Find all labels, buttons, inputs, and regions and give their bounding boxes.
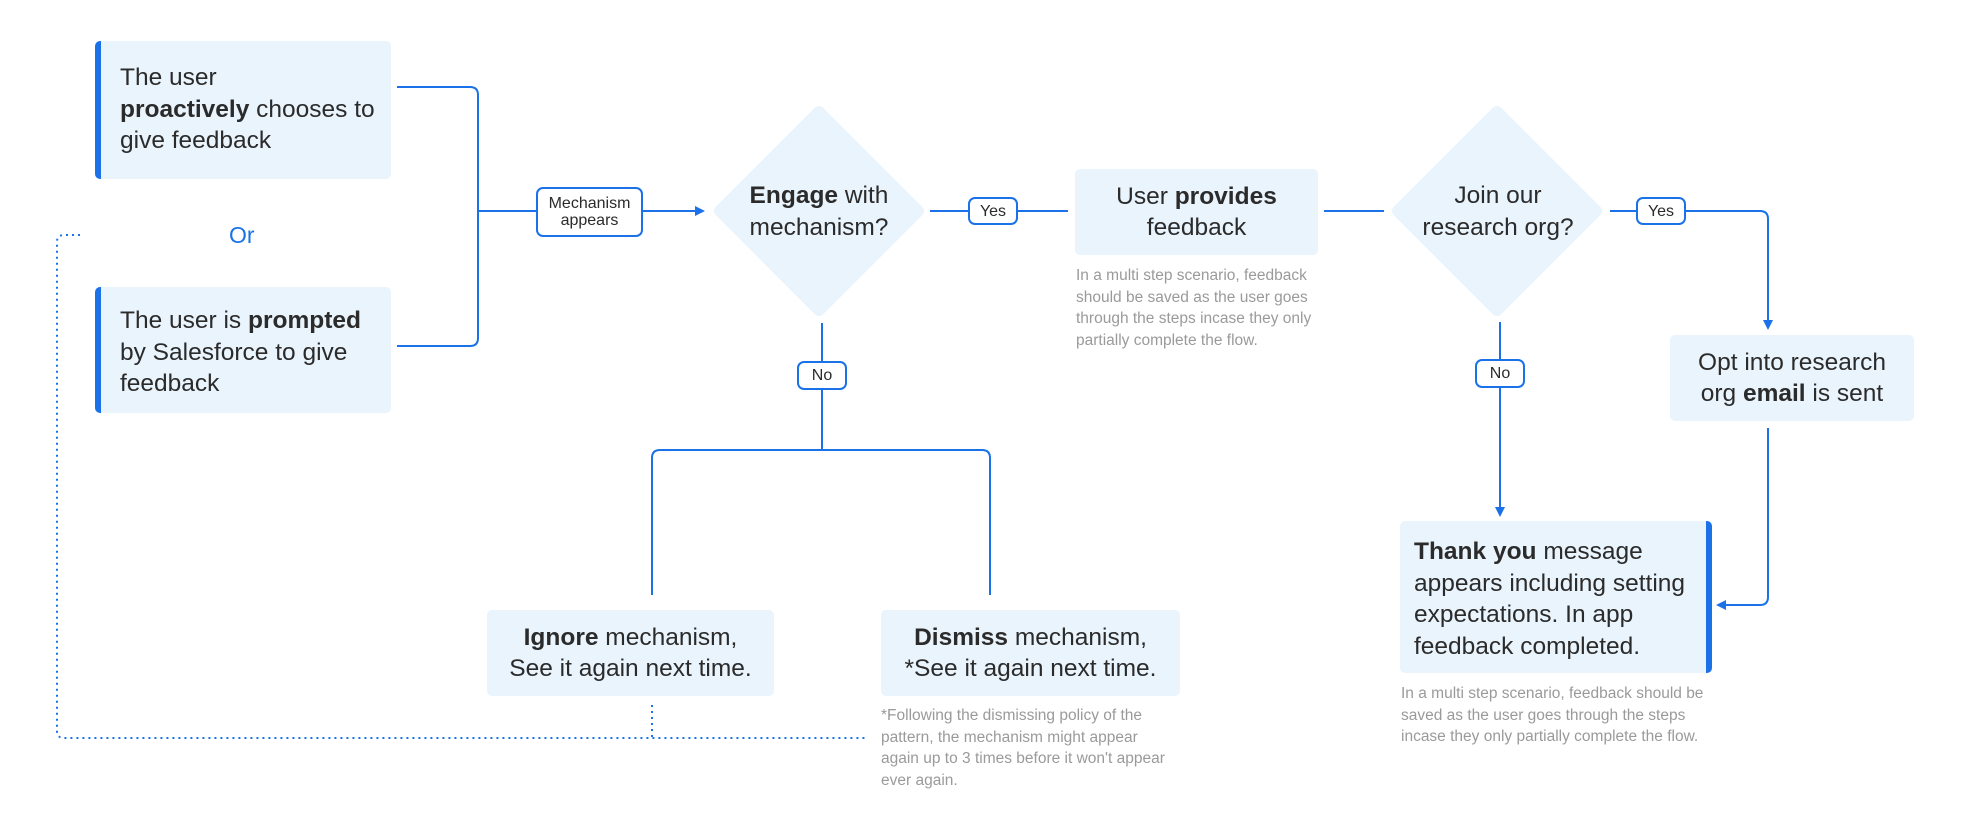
start-proactive-pre: The user — [120, 64, 217, 91]
no-split-branch-line — [651, 449, 991, 595]
dismiss-post: mechanism, *See it again next time. — [904, 623, 1157, 683]
engage-no-text: No — [811, 367, 833, 384]
dismiss-mechanism-box: Dismiss mechanism, *See it again next ti… — [881, 610, 1180, 696]
provide-pre: User — [1116, 182, 1175, 210]
return-loop-dotted-line — [56, 234, 868, 739]
join-yes-text: Yes — [1647, 202, 1675, 220]
thank-you-note: In a multi step scenario, feedback shoul… — [1401, 685, 1704, 745]
start-proactive-bold: proactively — [120, 95, 250, 123]
thankyou-bold: Thank you — [1414, 538, 1537, 565]
optin-to-thankyou-arrow — [1716, 428, 1769, 610]
or-label: Or — [229, 222, 255, 248]
mechanism-appears-text: Mechanism appears — [548, 195, 631, 229]
engage-bold: Engage — [749, 182, 839, 209]
start-proactive-box: The user proactively chooses to give fee… — [95, 41, 391, 179]
start-proactive-post: chooses to give feedback — [120, 95, 375, 155]
mechanism-appears-label: Mechanism appears — [536, 187, 643, 237]
yes-to-optin-arrow — [1686, 210, 1773, 330]
start-prompted-post: by Salesforce to give feedback — [120, 338, 348, 398]
start-prompted-pre: The user is — [120, 307, 248, 334]
ignore-post: mechanism, See it again next time. — [509, 623, 752, 683]
provide-feedback-note: In a multi step scenario, feedback shoul… — [1076, 267, 1312, 349]
start-bracket-line — [397, 86, 479, 347]
dismiss-policy-note: *Following the dismissing policy of the … — [881, 707, 1165, 789]
start-prompted-box: The user is prompted by Salesforce to gi… — [95, 287, 391, 413]
provide-post: feedback — [1146, 214, 1247, 241]
start-prompted-bold: prompted — [248, 307, 361, 334]
thank-you-box: Thank you message appears including sett… — [1400, 521, 1712, 673]
join-yes-label: Yes — [1636, 197, 1686, 225]
join-no-text: No — [1489, 365, 1511, 382]
join-no-label: No — [1475, 359, 1525, 388]
provide-feedback-box: User provides feedback — [1075, 169, 1318, 255]
optin-post: is sent — [1805, 380, 1884, 407]
engage-post: with mechanism? — [749, 182, 889, 241]
join-research-text: Join our research org? — [1422, 182, 1574, 241]
ignore-bold: Ignore — [523, 623, 599, 651]
engage-yes-text: Yes — [979, 202, 1007, 220]
optin-pre: Opt into research org — [1698, 348, 1886, 408]
optin-bold: email — [1742, 380, 1806, 407]
thankyou-post: message appears including setting expect… — [1414, 538, 1686, 660]
engage-yes-label: Yes — [968, 197, 1018, 225]
ignore-mechanism-box: Ignore mechanism, See it again next time… — [487, 610, 774, 696]
provide-bold: provides — [1174, 182, 1277, 210]
engage-no-label: No — [797, 361, 847, 390]
engage-decision-text: Engage with mechanism? — [729, 180, 909, 243]
dismiss-bold: Dismiss — [914, 623, 1009, 651]
optin-email-box: Opt into research org email is sent — [1670, 335, 1914, 421]
